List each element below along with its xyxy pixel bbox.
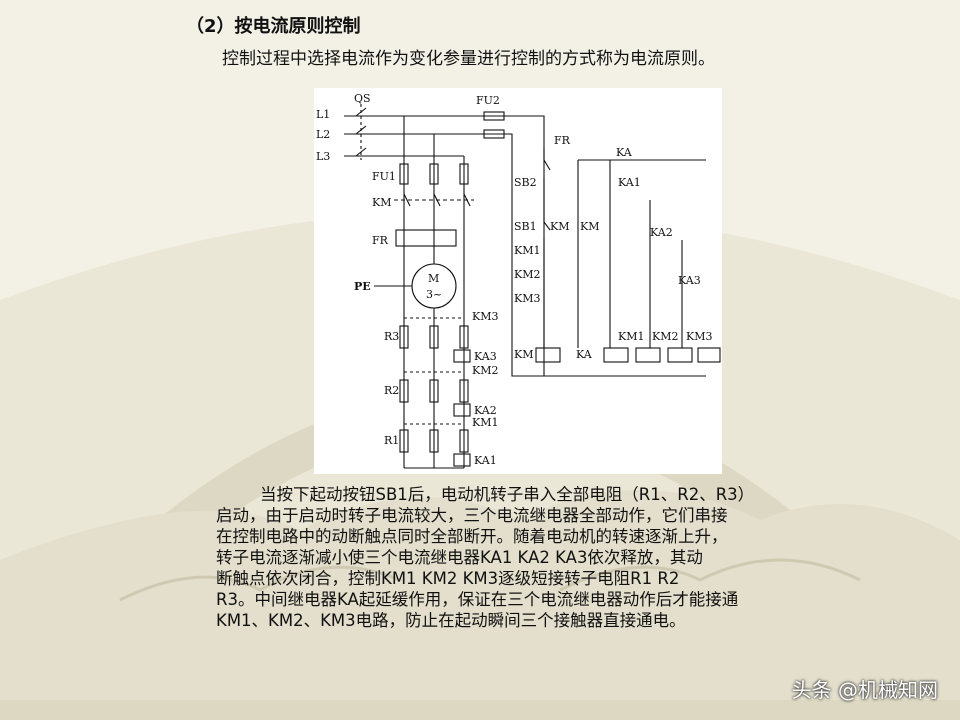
label-km-hold2: KM: [580, 220, 599, 233]
switch-qs: [355, 104, 367, 160]
label-km2-contact: KM2: [472, 364, 498, 377]
label-l1: L1: [316, 108, 330, 121]
label-pe: PE: [354, 280, 371, 293]
circuit-diagram: L1 L2 L3 QS FU2 FU1 KM FR PE M 3~ R3 KM3…: [314, 88, 722, 474]
circuit-diagram-svg: L1 L2 L3 QS FU2 FU1 KM FR PE M 3~ R3 KM3…: [316, 92, 721, 469]
ka2-current-coil: [453, 403, 471, 417]
paragraph-line: KM1、KM2、KM3电路，防止在起动瞬间三个接触器直接通电。: [216, 611, 686, 630]
label-fu1: FU1: [372, 170, 396, 183]
paragraph-line: 断触点依次闭合，控制KM1 KM2 KM3逐级短接转子电阻R1 R2: [216, 569, 680, 588]
watermark: 头条 @机械知网: [791, 678, 938, 702]
label-motor: M: [428, 272, 439, 285]
ka3-current-coil: [453, 349, 471, 363]
label-r3: R3: [384, 330, 399, 343]
label-ka1-nc: KA1: [618, 176, 641, 189]
label-qs: QS: [354, 92, 371, 105]
label-km-hold1: KM: [550, 220, 569, 233]
paragraph-line: 转子电流逐渐减小使三个电流继电器KA1 KA2 KA3依次释放，其动: [216, 548, 703, 567]
motor-m: [411, 263, 457, 309]
rotor-resistor-r3: [399, 325, 469, 349]
label-ka3-nc: KA3: [678, 274, 701, 287]
fuse-fu2-b: [483, 129, 505, 139]
label-km3-contact: KM3: [472, 310, 498, 323]
intro-text: 控制过程中选择电流作为变化参量进行控制的方式称为电流原则。: [222, 49, 715, 69]
fuses-fu1: [399, 163, 469, 185]
label-km1-coil: KM1: [618, 330, 644, 343]
fuse-fu2: [483, 111, 505, 121]
control-coils: [535, 347, 721, 363]
label-km3-nc: KM3: [514, 292, 540, 305]
label-km3-coil: KM3: [686, 330, 712, 343]
explanation-paragraph: 当按下起动按钮SB1后，电动机转子串入全部电阻（R1、R2、R3） 启动，由于启…: [216, 484, 896, 631]
control-branches: [543, 148, 706, 348]
label-ka-coil: KA: [576, 348, 593, 361]
label-fu2: FU2: [476, 94, 500, 107]
label-ka1-coil: KA1: [474, 454, 497, 467]
label-l2: L2: [316, 128, 330, 141]
label-sb1: SB1: [514, 220, 537, 233]
label-r2: R2: [384, 384, 399, 397]
rotor-resistor-r1: [399, 429, 469, 453]
label-km2-nc: KM2: [514, 268, 540, 281]
label-km-main: KM: [372, 196, 391, 209]
paragraph-line: 启动，由于启动时转子电流较大，三个电流继电器全部动作，它们串接: [216, 506, 728, 525]
label-ka2-coil: KA2: [474, 404, 497, 417]
label-ka3-coil: KA3: [474, 350, 497, 363]
label-km-coil: KM: [514, 348, 533, 361]
label-km1-contact: KM1: [472, 416, 498, 429]
bottom-band: [0, 700, 960, 720]
rotor-resistor-r2: [399, 379, 469, 403]
label-l3: L3: [316, 150, 330, 163]
label-fr-main: FR: [372, 234, 389, 247]
paragraph-line: 在控制电路中的动断触点同时全部断开。随着电动机的转速逐渐上升，: [216, 527, 728, 546]
label-sb2: SB2: [514, 176, 537, 189]
main-contacts-km: [394, 193, 474, 207]
thermal-relay-fr: [395, 229, 457, 247]
slide-heading: （2）按电流原则控制: [186, 16, 361, 37]
paragraph-line: 当按下起动按钮SB1后，电动机转子串入全部电阻（R1、R2、R3）: [260, 485, 755, 504]
ka1-current-coil: [453, 453, 471, 467]
label-motor-sub: 3~: [426, 288, 442, 301]
paragraph-line: R3。中间继电器KA起延缓作用，保证在三个电流继电器动作后才能接通: [216, 590, 739, 609]
label-km1-nc: KM1: [514, 244, 540, 257]
label-ka2-nc: KA2: [650, 226, 673, 239]
label-r1: R1: [384, 434, 399, 447]
label-km2-coil: KM2: [652, 330, 678, 343]
label-ka-contact: KA: [616, 146, 633, 159]
label-fr-ctrl: FR: [554, 134, 571, 147]
